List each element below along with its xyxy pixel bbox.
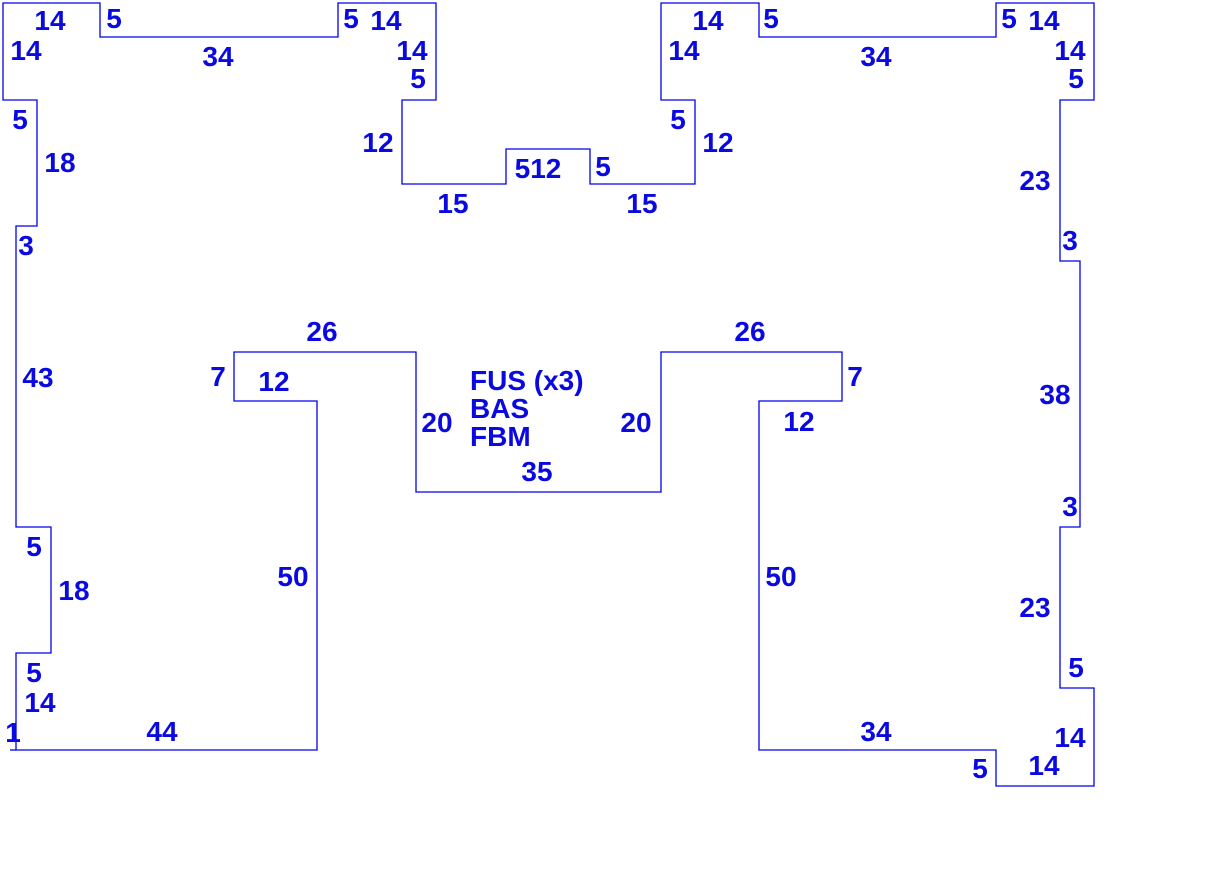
dimension-label: 14	[24, 687, 56, 718]
dimension-label: 5	[670, 104, 686, 135]
room-label-fbm: FBM	[470, 421, 531, 452]
dimension-label: 34	[202, 41, 234, 72]
dimension-label: 512	[515, 153, 562, 184]
dimension-label: 26	[734, 316, 765, 347]
dimension-label: 14	[1028, 5, 1060, 36]
dimension-label: 26	[306, 316, 337, 347]
dimension-label: 15	[626, 188, 657, 219]
dimension-label: 23	[1019, 165, 1050, 196]
dimension-label: 5	[343, 3, 359, 34]
dimension-label: 3	[1062, 491, 1078, 522]
dimension-label: 35	[521, 456, 552, 487]
dimension-label: 14	[34, 5, 66, 36]
dimension-label: 12	[783, 406, 814, 437]
dimension-label: 14	[1028, 750, 1060, 781]
dimension-labels: 14 5 14 34 5 14 14 5 5 18 12 3 512 5 15 …	[5, 3, 1086, 784]
dimension-label: 14	[1054, 35, 1086, 66]
dimension-label: 20	[620, 407, 651, 438]
dimension-label: 50	[765, 561, 796, 592]
dimension-label: 34	[860, 41, 892, 72]
dimension-label: 14	[10, 35, 42, 66]
dimension-label: 7	[210, 361, 226, 392]
dimension-label: 5	[1068, 63, 1084, 94]
dimension-label: 7	[847, 361, 863, 392]
dimension-label: 14	[396, 35, 428, 66]
dimension-label: 5	[595, 151, 611, 182]
dimension-label: 5	[26, 657, 42, 688]
dimension-label: 12	[362, 127, 393, 158]
dimension-label: 12	[702, 127, 733, 158]
dimension-label: 50	[277, 561, 308, 592]
dimension-label: 43	[22, 362, 53, 393]
dimension-label: 3	[1062, 225, 1078, 256]
dimension-label: 18	[58, 575, 89, 606]
dimension-label: 5	[12, 104, 28, 135]
room-label-bas: BAS	[470, 393, 529, 424]
dimension-label: 3	[18, 230, 34, 261]
dimension-label: 14	[668, 35, 700, 66]
dimension-label: 5	[972, 753, 988, 784]
dimension-label: 14	[370, 5, 402, 36]
dimension-label: 15	[437, 188, 468, 219]
dimension-label: 18	[44, 147, 75, 178]
dimension-label: 34	[860, 716, 892, 747]
dimension-label: 5	[26, 531, 42, 562]
dimension-label: 23	[1019, 592, 1050, 623]
dimension-label: 12	[258, 366, 289, 397]
dimension-label: 38	[1039, 379, 1070, 410]
dimension-label: 5	[1068, 652, 1084, 683]
room-label-fus: FUS (x3)	[470, 365, 584, 396]
dimension-label: 5	[1001, 3, 1017, 34]
dimension-label: 1	[5, 717, 21, 748]
dimension-label: 14	[1054, 722, 1086, 753]
dimension-label: 44	[146, 716, 178, 747]
dimension-label: 20	[421, 407, 452, 438]
dimension-label: 5	[763, 3, 779, 34]
dimension-label: 5	[410, 63, 426, 94]
dimension-label: 5	[106, 3, 122, 34]
dimension-label: 14	[692, 5, 724, 36]
